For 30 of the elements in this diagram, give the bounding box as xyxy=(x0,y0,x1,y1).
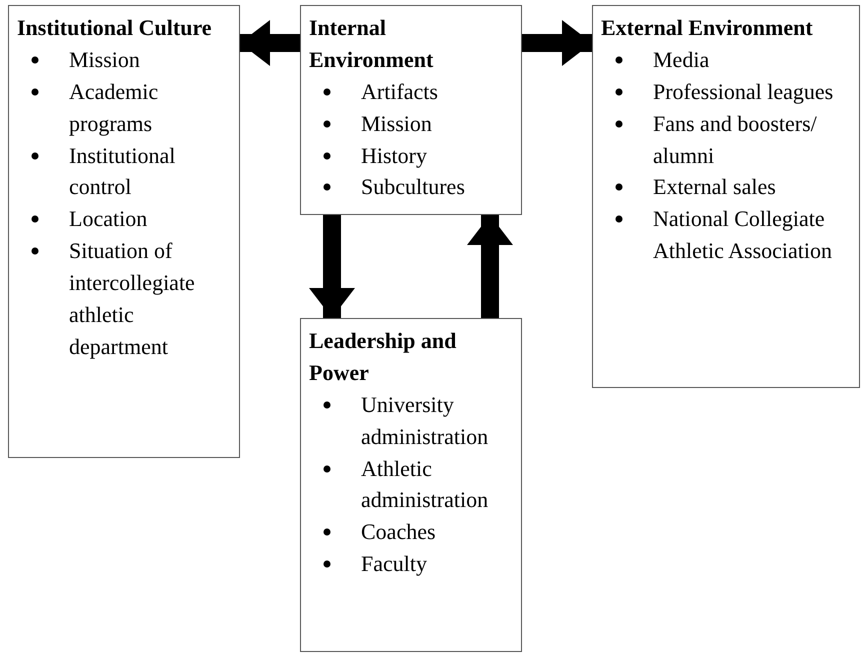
list-item: Coaches xyxy=(309,516,515,548)
list-item: Situation of intercollegiate athletic department xyxy=(17,235,233,363)
list-item: Media xyxy=(601,44,853,76)
list-item: Subcultures xyxy=(309,171,515,204)
box-heading: Leadership and Power xyxy=(309,327,458,387)
list-item: Faculty xyxy=(309,548,515,580)
block-arrow xyxy=(467,215,513,318)
list-item: Professional leagues xyxy=(601,76,853,108)
block-arrow xyxy=(522,20,592,66)
list-item: Academic programs xyxy=(17,76,233,140)
list-item: Fans and boosters/ alumni xyxy=(601,108,853,172)
box-heading: Internal Environment xyxy=(309,14,434,74)
block-arrow xyxy=(309,215,355,318)
list-item: Mission xyxy=(17,44,233,76)
block-arrow xyxy=(240,20,300,66)
text-box xyxy=(300,318,522,652)
list-item: History xyxy=(309,140,515,172)
list-item: Artifacts xyxy=(309,76,515,108)
list-item: External sales xyxy=(601,171,853,204)
list-item: Mission xyxy=(309,108,515,140)
text-box xyxy=(592,5,860,388)
text-box xyxy=(8,5,240,458)
list-item: Location xyxy=(17,203,233,236)
list-item: University administration xyxy=(309,388,515,453)
text-box xyxy=(300,5,522,215)
list-item: National Collegiate Athletic Association xyxy=(601,203,853,268)
box-heading: External Environment xyxy=(601,14,814,42)
list-item: Institutional control xyxy=(17,140,233,204)
box-heading: Institutional Culture xyxy=(17,14,213,42)
list-item: Athletic administration xyxy=(309,452,515,516)
